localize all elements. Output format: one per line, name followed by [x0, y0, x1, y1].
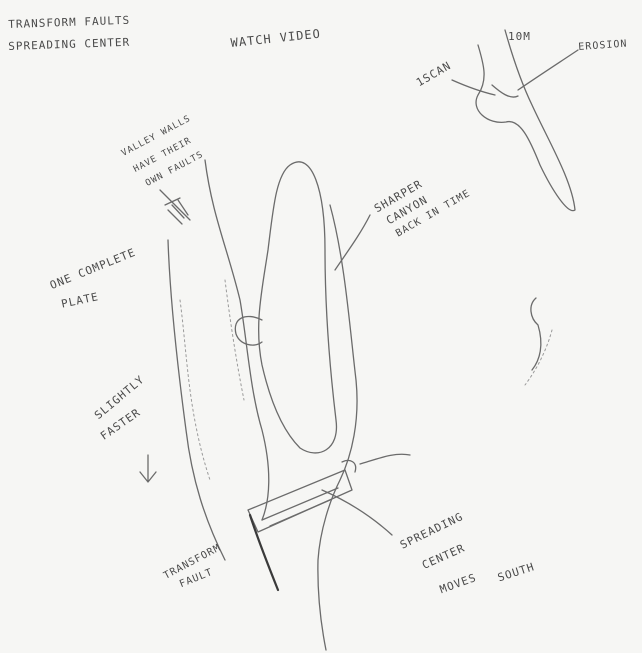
central-ridge: [259, 162, 337, 453]
small-canyon: [476, 30, 575, 211]
transform-hatch: [262, 460, 356, 526]
spreading-leader: [360, 454, 410, 464]
ridge-notch: [235, 316, 262, 345]
scan-pointer: [452, 80, 495, 95]
transform-block: [248, 470, 352, 532]
small-canyon-inner: [492, 85, 518, 97]
hook-sketch: [531, 298, 541, 370]
right-canyon-wall: [318, 205, 357, 650]
outer-ridge-line: [168, 240, 225, 560]
valley-walls-pointer: [160, 190, 190, 220]
stipple-inner: [225, 280, 244, 400]
transform-fault-line: [250, 515, 278, 590]
label-10m: 10M: [508, 30, 531, 43]
sharper-pointer: [335, 215, 370, 270]
faster-arrow: [140, 455, 156, 482]
erosion-pointer: [518, 50, 578, 90]
stipple-left: [180, 300, 210, 480]
valley-scribble: [168, 200, 188, 224]
